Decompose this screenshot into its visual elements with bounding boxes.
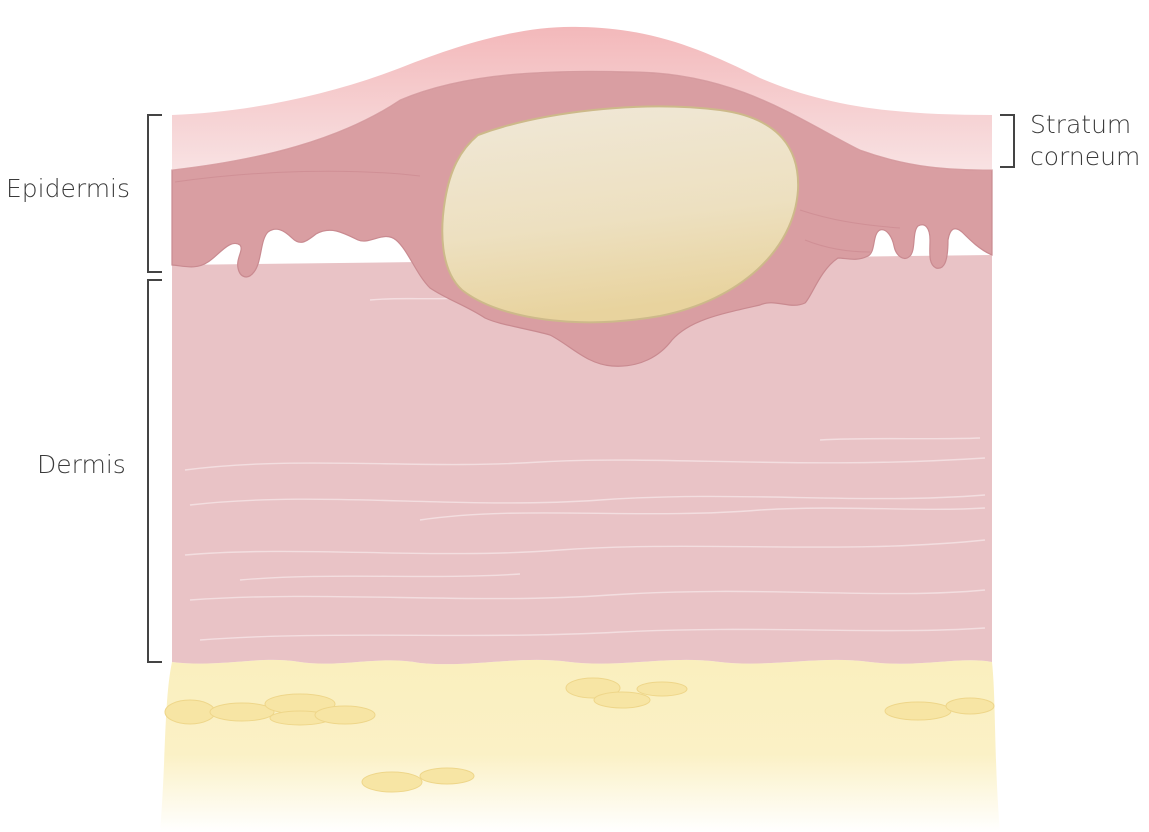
stratum-corneum-label-line1: Stratum [1030,110,1131,140]
epidermis-bracket [148,115,162,272]
stratum-corneum-label-line2: corneum [1030,142,1140,172]
dermis-label: Dermis [37,450,126,480]
dermis-bracket [148,280,162,662]
epidermis-label: Epidermis [6,174,130,204]
stratum-corneum-bracket [1000,115,1014,167]
